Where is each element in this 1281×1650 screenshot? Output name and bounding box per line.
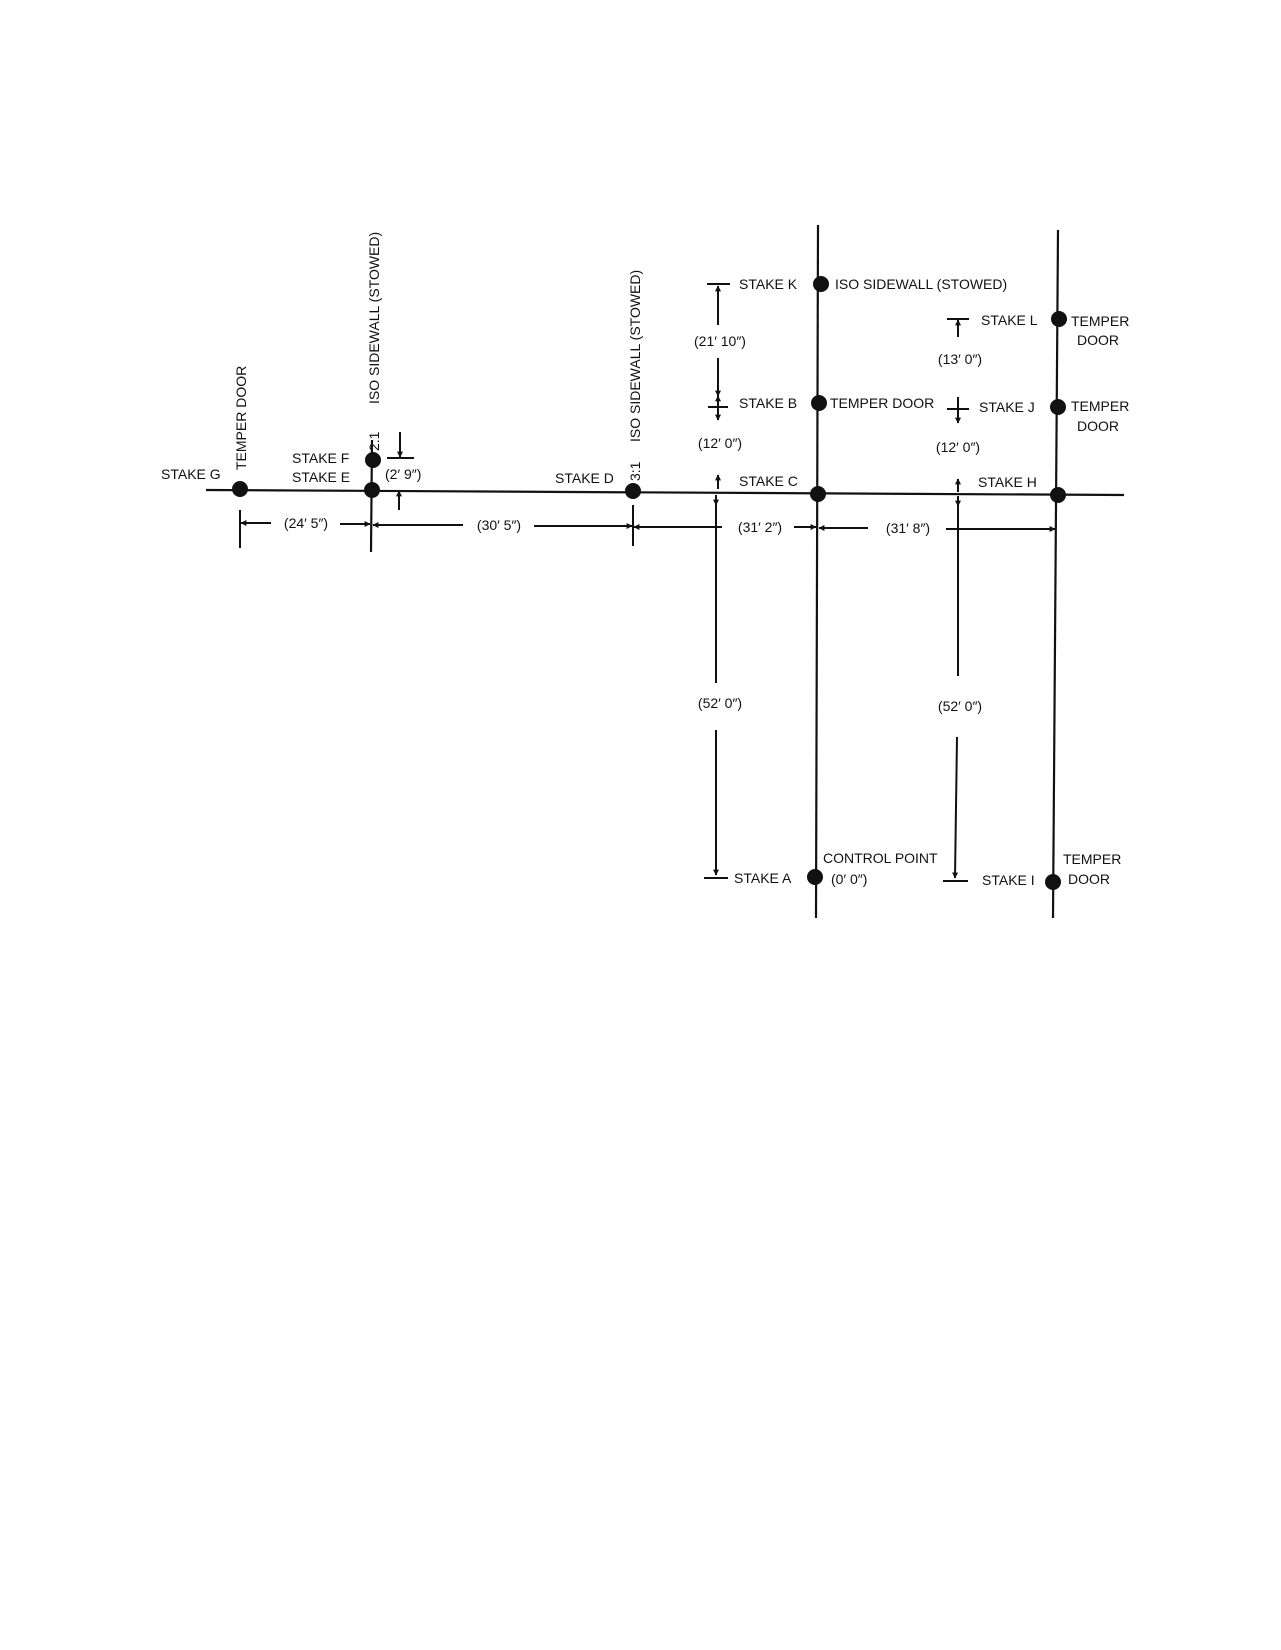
- dimension-h-to-j: (12′ 0″): [936, 410, 980, 492]
- dimension-label-e-to-d: (30′ 5″): [477, 517, 521, 533]
- stake-f-slope-label: 2:1: [366, 431, 382, 451]
- stake-a-label: STAKE A: [734, 870, 792, 886]
- stake-d-dot: [625, 483, 641, 499]
- dimension-g-to-e: (24′ 5″): [240, 515, 371, 531]
- stake-f-description: ISO SIDEWALL (STOWED): [366, 232, 382, 404]
- stake-b-dot: [811, 395, 827, 411]
- dimension-label-j-to-l: (13′ 0″): [938, 351, 982, 367]
- stake-d-label: STAKE D: [555, 470, 614, 486]
- dimension-label-h-to-i: (52′ 0″): [938, 698, 982, 714]
- vertical-line-stake-c: [814, 224, 820, 919]
- dimension-label-c-to-a: (52′ 0″): [698, 695, 742, 711]
- stake-f-dot: [365, 452, 381, 468]
- stake-e-label: STAKE E: [292, 469, 350, 485]
- stake-g-description: TEMPER DOOR: [233, 366, 249, 470]
- stake-c-label: STAKE C: [739, 473, 798, 489]
- dimension-e-to-f: (2′ 9″): [385, 432, 421, 510]
- stake-j-description-line2: DOOR: [1077, 418, 1119, 434]
- stake-c-dot: [810, 486, 826, 502]
- dimension-j-to-l: (13′ 0″): [938, 318, 982, 410]
- stake-g-label: STAKE G: [161, 466, 221, 482]
- vertical-line-stake-h: [1051, 229, 1060, 919]
- dimension-c-to-b: (12′ 0″): [698, 395, 742, 489]
- stake-i-description-line2: DOOR: [1068, 871, 1110, 887]
- stake-g-dot: [232, 481, 248, 497]
- stake-i-dot: [1045, 874, 1061, 890]
- stake-k-dot: [813, 276, 829, 292]
- dimension-label-b-to-k: (21′ 10″): [694, 333, 746, 349]
- stake-d-slope-label: 3:1: [627, 461, 643, 481]
- stake-a-dot: [807, 869, 823, 885]
- dimension-c-to-h: (31′ 8″): [818, 520, 1056, 536]
- dimension-b-to-k: (21′ 10″): [694, 283, 746, 421]
- main-baseline: [205, 488, 1125, 497]
- control-point-value: (0′ 0″): [831, 871, 867, 887]
- stake-l-label: STAKE L: [981, 312, 1038, 328]
- stake-k-description: ISO SIDEWALL (STOWED): [835, 276, 1007, 292]
- stake-f-label: STAKE F: [292, 450, 349, 466]
- dimension-label-c-to-b: (12′ 0″): [698, 435, 742, 451]
- stake-h-dot: [1050, 487, 1066, 503]
- dimension-e-to-d: (30′ 5″): [372, 517, 633, 533]
- stake-i-description-line1: TEMPER: [1063, 851, 1121, 867]
- stake-b-description: TEMPER DOOR: [830, 395, 934, 411]
- dimension-label-g-to-e: (24′ 5″): [284, 515, 328, 531]
- stake-i-label: STAKE I: [982, 872, 1035, 888]
- stake-e-dot: [364, 482, 380, 498]
- dimension-h-to-i: (52′ 0″): [938, 496, 982, 882]
- stake-b-label: STAKE B: [739, 395, 797, 411]
- stake-d-description: ISO SIDEWALL (STOWED): [627, 270, 643, 442]
- dimension-label-h-to-j: (12′ 0″): [936, 439, 980, 455]
- stake-l-dot: [1051, 311, 1067, 327]
- stake-j-description-line1: TEMPER: [1071, 398, 1129, 414]
- stake-l-description-line1: TEMPER: [1071, 313, 1129, 329]
- stake-j-label: STAKE J: [979, 399, 1035, 415]
- stake-k-label: STAKE K: [739, 276, 798, 292]
- stake-j-dot: [1050, 399, 1066, 415]
- dimension-label-d-to-c: (31′ 2″): [738, 519, 782, 535]
- stake-h-label: STAKE H: [978, 474, 1037, 490]
- dimension-label-c-to-h: (31′ 8″): [886, 520, 930, 536]
- dimension-d-to-c: (31′ 2″): [633, 519, 817, 535]
- dimension-label-e-to-f: (2′ 9″): [385, 466, 421, 482]
- dimension-c-to-a: (52′ 0″): [698, 495, 742, 879]
- control-point-label: CONTROL POINT: [823, 850, 938, 866]
- stake-l-description-line2: DOOR: [1077, 332, 1119, 348]
